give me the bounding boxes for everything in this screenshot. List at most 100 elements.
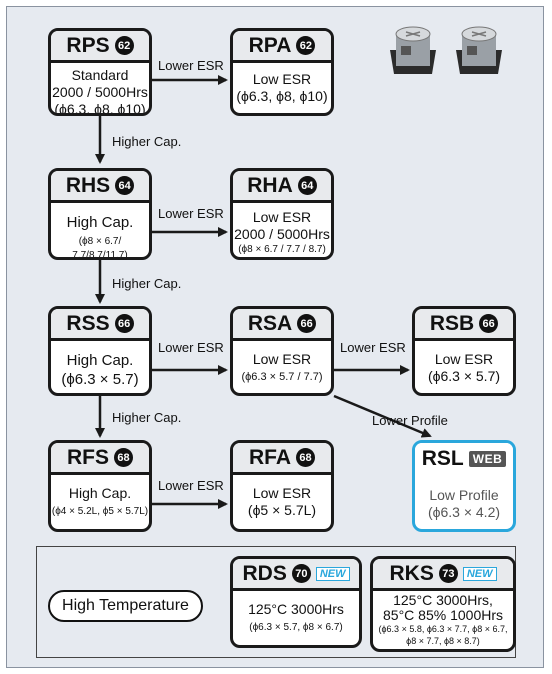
rha-header: RHA 64 xyxy=(233,171,331,203)
rds-header: RDS 70 NEW xyxy=(233,559,359,591)
rps-line: Standard xyxy=(71,67,129,83)
rfs-line: High Cap. xyxy=(68,485,132,501)
rps-title: RPS xyxy=(66,33,110,57)
rps-line: (ϕ6.3, ϕ8, ϕ10) xyxy=(54,101,146,116)
rsb-body: Low ESR (ϕ6.3 × 5.7) xyxy=(415,341,513,385)
rha-title: RHA xyxy=(247,173,293,197)
rss-body: High Cap. (ϕ6.3 × 5.7) xyxy=(51,341,149,389)
rsb-header: RSB 66 xyxy=(415,309,513,341)
page-badge-icon: 62 xyxy=(114,36,134,55)
label-lower-profile: Lower Profile xyxy=(372,413,448,428)
rha-line: 2000 / 5000Hrs xyxy=(234,226,330,242)
rfs-line: (ϕ4 × 5.2L, ϕ5 × 5.7L) xyxy=(51,506,149,517)
label-lower-esr-3: Lower ESR xyxy=(158,340,224,355)
rfa-box: RFA 68 Low ESR (ϕ5 × 5.7L) xyxy=(230,440,334,532)
web-tag: WEB xyxy=(468,451,507,467)
rhs-box: RHS 64 High Cap. (ϕ8 × 6.7/ 7.7/8.7/11.7… xyxy=(48,168,152,260)
rhs-header: RHS 64 xyxy=(51,171,149,203)
rds-line: 125°C 3000Hrs xyxy=(248,601,344,617)
rhs-line: High Cap. xyxy=(66,214,134,231)
rfa-body: Low ESR (ϕ5 × 5.7L) xyxy=(233,475,331,519)
rsa-box: RSA 66 Low ESR (ϕ6.3 × 5.7 / 7.7) xyxy=(230,306,334,396)
label-higher-cap-3: Higher Cap. xyxy=(112,410,182,425)
label-lower-esr-2: Lower ESR xyxy=(158,206,224,221)
rfa-header: RFA 68 xyxy=(233,443,331,475)
rss-line: (ϕ6.3 × 5.7) xyxy=(61,371,139,388)
rsa-title: RSA xyxy=(247,311,293,335)
rpa-body: Low ESR (ϕ6.3, ϕ8, ϕ10) xyxy=(233,63,331,105)
rsb-line: Low ESR xyxy=(434,351,494,367)
rsl-line: (ϕ6.3 × 4.2) xyxy=(427,504,501,520)
arrow-rsa-rsl xyxy=(333,394,432,438)
rpa-header: RPA 62 xyxy=(233,31,331,63)
rps-header: RPS 62 xyxy=(51,31,149,63)
rsb-title: RSB xyxy=(429,311,475,335)
rss-box: RSS 66 High Cap. (ϕ6.3 × 5.7) xyxy=(48,306,152,396)
rsl-header: RSL WEB xyxy=(415,443,513,475)
rfs-title: RFS xyxy=(67,445,109,469)
rks-header: RKS 73 NEW xyxy=(373,559,513,591)
rfs-box: RFS 68 High Cap. (ϕ4 × 5.2L, ϕ5 × 5.7L) xyxy=(48,440,152,532)
rss-header: RSS 66 xyxy=(51,309,149,341)
rha-line: (ϕ8 × 6.7 / 7.7 / 8.7) xyxy=(238,244,326,255)
new-tag: NEW xyxy=(315,566,350,581)
rds-body: 125°C 3000Hrs (ϕ6.3 × 5.7, ϕ8 × 6.7) xyxy=(233,591,359,635)
rsb-line: (ϕ6.3 × 5.7) xyxy=(427,368,501,384)
page-badge-icon: 64 xyxy=(297,176,317,195)
rha-line: Low ESR xyxy=(252,209,312,225)
rds-box: RDS 70 NEW 125°C 3000Hrs (ϕ6.3 × 5.7, ϕ8… xyxy=(230,556,362,648)
rsa-line: (ϕ6.3 × 5.7 / 7.7) xyxy=(241,371,323,383)
rsa-line: Low ESR xyxy=(252,351,312,367)
rfa-line: Low ESR xyxy=(252,485,312,501)
rsl-line: Low Profile xyxy=(429,487,499,503)
rks-body: 125°C 3000Hrs, 85°C 85% 1000Hrs (ϕ6.3 × … xyxy=(373,591,513,647)
rpa-box: RPA 62 Low ESR (ϕ6.3, ϕ8, ϕ10) xyxy=(230,28,334,116)
rsa-body: Low ESR (ϕ6.3 × 5.7 / 7.7) xyxy=(233,341,331,384)
rsa-header: RSA 66 xyxy=(233,309,331,341)
label-higher-cap-2: Higher Cap. xyxy=(112,276,182,291)
rhs-line: (ϕ8 × 6.7/ 7.7/8.7/11.7) xyxy=(72,236,128,260)
label-lower-esr-5: Lower ESR xyxy=(158,478,224,493)
page-badge-icon: 68 xyxy=(296,448,315,467)
page-badge-icon: 64 xyxy=(115,176,135,195)
rpa-line: (ϕ6.3, ϕ8, ϕ10) xyxy=(236,88,328,104)
page-badge-icon: 66 xyxy=(114,314,134,333)
rpa-line: Low ESR xyxy=(252,71,312,87)
rks-line: 85°C 85% 1000Hrs xyxy=(383,607,503,623)
rfs-body: High Cap. (ϕ4 × 5.2L, ϕ5 × 5.7L) xyxy=(51,475,149,519)
page-badge-icon: 68 xyxy=(114,448,133,467)
label-lower-esr-1: Lower ESR xyxy=(158,58,224,73)
rks-title: RKS xyxy=(389,561,434,585)
rsl-title: RSL xyxy=(421,447,464,470)
rps-box: RPS 62 Standard 2000 / 5000Hrs (ϕ6.3, ϕ8… xyxy=(48,28,152,116)
label-higher-cap-1: Higher Cap. xyxy=(112,134,182,149)
high-temperature-label: High Temperature xyxy=(48,590,203,622)
rks-line: (ϕ6.3 × 5.8, ϕ6.3 × 7.7, ϕ8 × 6.7, xyxy=(378,624,508,634)
new-tag: NEW xyxy=(462,566,497,581)
rhs-title: RHS xyxy=(65,173,111,197)
rfa-line: (ϕ5 × 5.7L) xyxy=(247,502,317,518)
page-badge-icon: 66 xyxy=(479,314,499,333)
page-badge-icon: 62 xyxy=(296,36,316,55)
rsl-body: Low Profile (ϕ6.3 × 4.2) xyxy=(415,475,513,521)
rks-box: RKS 73 NEW 125°C 3000Hrs, 85°C 85% 1000H… xyxy=(370,556,516,652)
capacitor-image xyxy=(390,26,502,74)
rfa-title: RFA xyxy=(249,445,291,469)
page-badge-icon: 70 xyxy=(291,564,311,583)
rks-line: 125°C 3000Hrs, xyxy=(393,592,493,608)
rsb-box: RSB 66 Low ESR (ϕ6.3 × 5.7) xyxy=(412,306,516,396)
rds-title: RDS xyxy=(242,561,287,585)
rpa-title: RPA xyxy=(248,33,292,57)
rss-title: RSS xyxy=(66,311,110,335)
rhs-body: High Cap. (ϕ8 × 6.7/ 7.7/8.7/11.7) xyxy=(51,203,149,260)
rks-line: ϕ8 × 7.7, ϕ8 × 8.7) xyxy=(406,636,480,646)
page-badge-icon: 66 xyxy=(297,314,317,333)
rsl-box: RSL WEB Low Profile (ϕ6.3 × 4.2) xyxy=(412,440,516,532)
rss-line: High Cap. xyxy=(66,352,134,369)
rps-line: 2000 / 5000Hrs xyxy=(52,84,148,100)
rds-line: (ϕ6.3 × 5.7, ϕ8 × 6.7) xyxy=(249,622,343,633)
rfs-header: RFS 68 xyxy=(51,443,149,475)
rha-box: RHA 64 Low ESR 2000 / 5000Hrs (ϕ8 × 6.7 … xyxy=(230,168,334,260)
label-lower-esr-4: Lower ESR xyxy=(340,340,406,355)
